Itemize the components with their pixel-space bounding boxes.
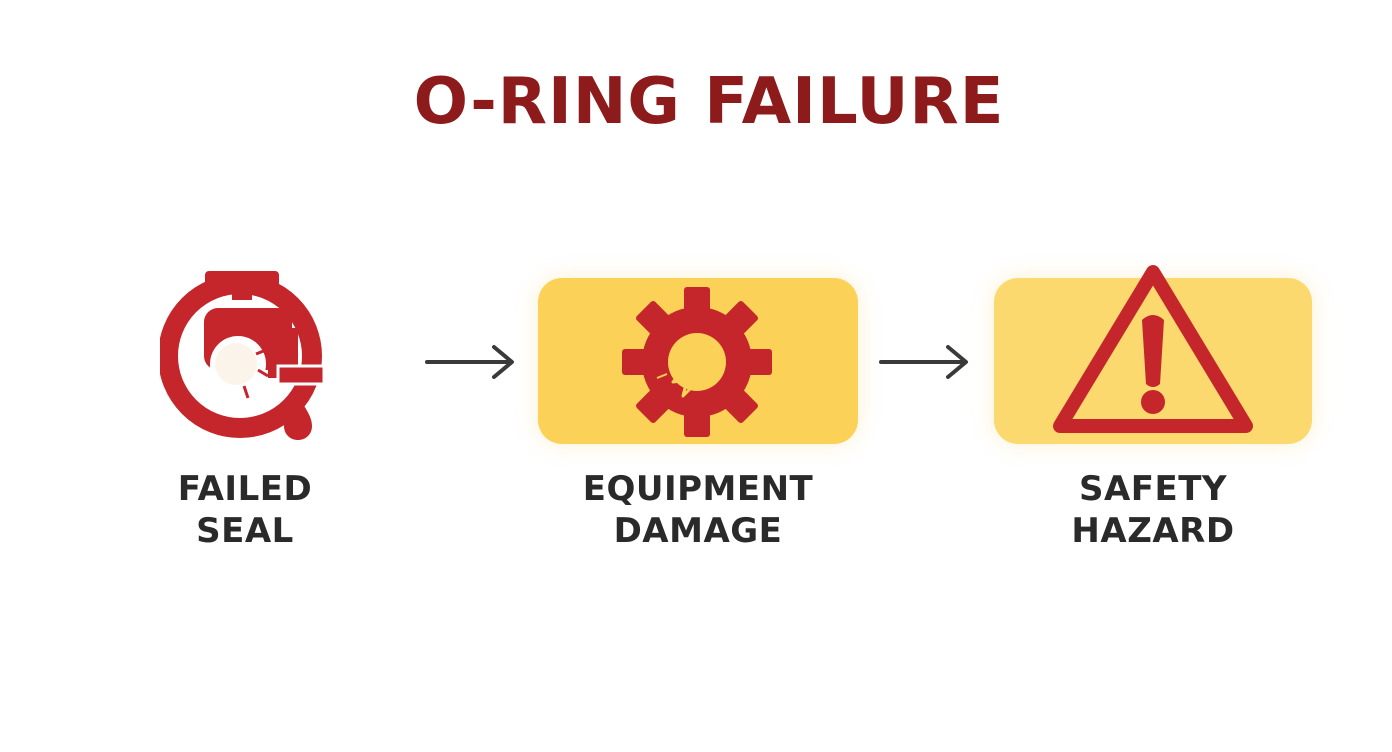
leaking-seal-icon [158, 268, 330, 448]
warning-triangle-icon [1050, 262, 1256, 438]
arrow-right-icon [424, 342, 518, 382]
step-label-line: DAMAGE [613, 511, 783, 551]
arrow-right-icon [878, 342, 972, 382]
step-label-line: SAFETY [1078, 469, 1228, 509]
step-label-safety-hazard: SAFETY HAZARD [1030, 468, 1276, 552]
step-label-line: FAILED [177, 469, 313, 509]
broken-gear-icon [620, 285, 774, 439]
diagram-title: O-RING FAILURE [413, 65, 1005, 139]
step-label-line: HAZARD [1071, 511, 1235, 551]
step-label-line: EQUIPMENT [582, 469, 814, 509]
step-label-equipment-damage: EQUIPMENT DAMAGE [558, 468, 838, 552]
step-label-line: SEAL [196, 511, 294, 551]
step-label-failed-seal: FAILED SEAL [145, 468, 345, 552]
